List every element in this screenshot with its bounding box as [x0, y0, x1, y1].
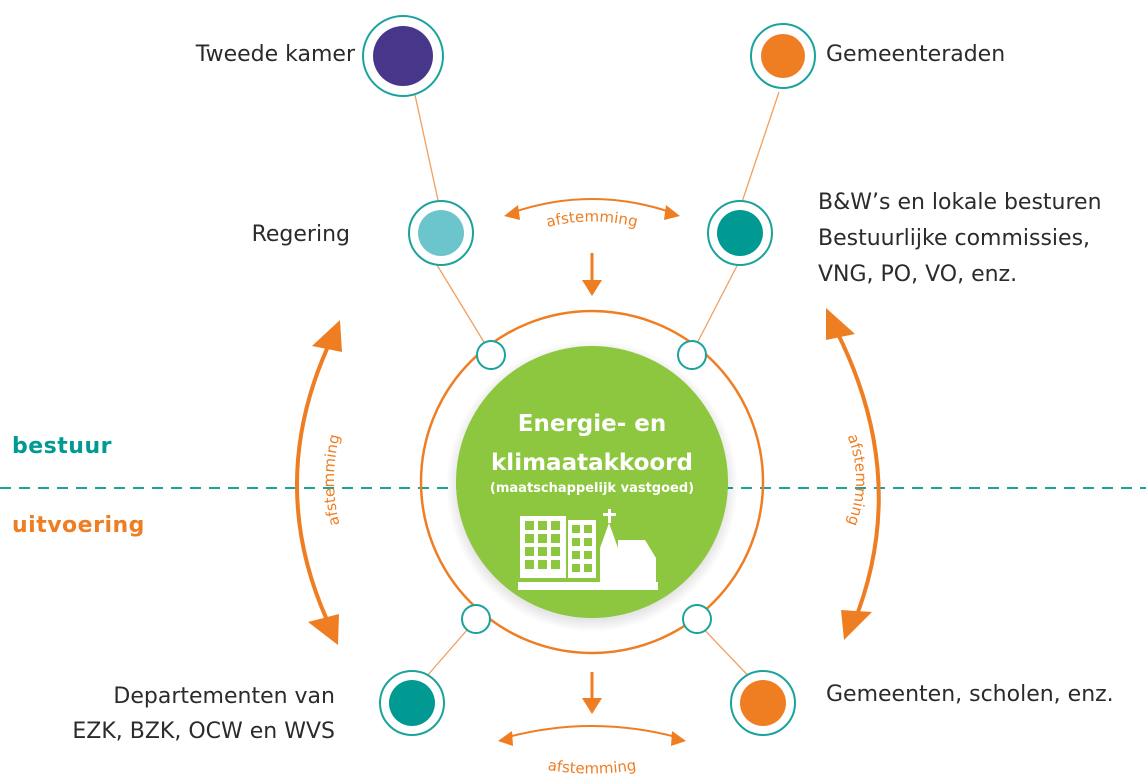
- center-subtitle: (maatschappelijk vastgoed): [489, 481, 695, 496]
- node-gemeenteraden: [750, 23, 816, 89]
- label-gemeenteraden: Gemeenteraden: [826, 42, 1006, 67]
- side-label-bestuur: bestuur: [12, 434, 112, 459]
- node-gemeenten: [730, 670, 796, 736]
- label-bw-line3: VNG, PO, VO, enz.: [818, 262, 1018, 287]
- arrow-label-right: afstemming: [844, 432, 870, 529]
- svg-text:afstemming: afstemming: [544, 207, 639, 230]
- label-departementen-line2: EZK, BZK, OCW en WVS: [72, 719, 335, 744]
- side-label-uitvoering: uitvoering: [12, 513, 145, 538]
- label-tweede-kamer: Tweede kamer: [195, 42, 355, 67]
- node-regering: [408, 200, 474, 266]
- label-gemeenten: Gemeenten, scholen, enz.: [826, 682, 1114, 707]
- afstemming-arrow-right: afstemming: [826, 308, 881, 640]
- svg-text:afstemming: afstemming: [844, 432, 870, 529]
- center-title-line2: klimaatakkoord: [491, 450, 693, 476]
- label-regering: Regering: [251, 222, 350, 247]
- afstemming-arrow-left: afstemming: [295, 320, 343, 645]
- outer-ring: [419, 309, 765, 655]
- buildings-church-icon: [518, 509, 658, 590]
- label-bw-line2: Bestuurlijke commissies,: [818, 226, 1091, 251]
- node-bw: [707, 200, 773, 266]
- down-arrow-top: [582, 253, 602, 296]
- connector-lines: [414, 91, 780, 686]
- svg-text:afstemming: afstemming: [320, 432, 343, 527]
- label-departementen-line1: Departementen van: [113, 684, 335, 709]
- center-title-line1: Energie- en: [517, 411, 667, 437]
- svg-text:afstemming: afstemming: [547, 756, 638, 777]
- node-departementen: [379, 670, 445, 736]
- down-arrow-bottom: [582, 672, 602, 714]
- ring-junctions: [461, 340, 712, 634]
- arrow-label-bottom: afstemming: [547, 756, 638, 777]
- arrow-label-left: afstemming: [320, 432, 343, 527]
- afstemming-arrow-bottom: afstemming: [498, 725, 686, 778]
- arrow-label-top: afstemming: [544, 207, 639, 230]
- label-bw-line1: B&W’s en lokale besturen: [818, 190, 1102, 215]
- afstemming-arrow-top: afstemming: [504, 198, 680, 231]
- node-tweede-kamer: [362, 15, 444, 97]
